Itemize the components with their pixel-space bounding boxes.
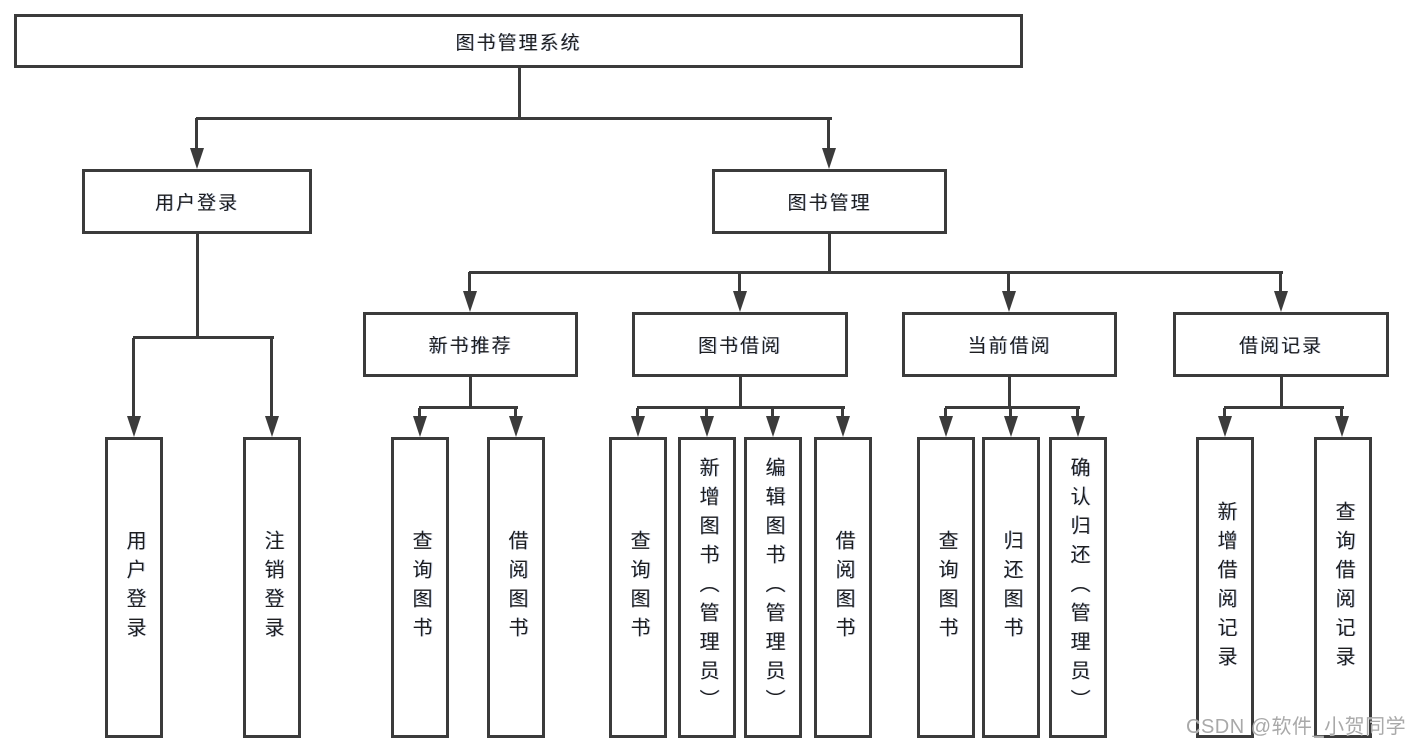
node-label: 借阅图书 <box>832 529 854 646</box>
node-leaf-bb-edit: 编辑图书（管理员） <box>744 437 802 738</box>
arrow-down-icon <box>509 416 523 437</box>
node-leaf-bb-borrow: 借阅图书 <box>814 437 872 738</box>
node-leaf-nb-query: 查询图书 <box>391 437 449 738</box>
node-book-mgmt: 图书管理 <box>712 169 947 234</box>
node-leaf-user-login: 用户登录 <box>105 437 163 738</box>
connector-line <box>1340 408 1343 418</box>
node-leaf-br-add: 新增借阅记录 <box>1196 437 1254 738</box>
node-label: 借阅图书 <box>505 529 527 646</box>
arrow-down-icon <box>631 416 645 437</box>
connector-line <box>739 377 742 408</box>
connector-line <box>270 338 273 418</box>
node-book-borrow: 图书借阅 <box>632 312 848 377</box>
connector-line <box>1279 272 1282 293</box>
node-borrow-records: 借阅记录 <box>1173 312 1389 377</box>
connector-line <box>469 377 472 408</box>
node-label: 查询借阅记录 <box>1332 500 1354 675</box>
node-label: 用户登录 <box>154 193 239 214</box>
arrow-down-icon <box>413 416 427 437</box>
connector-line <box>827 118 830 150</box>
connector-line <box>514 408 517 418</box>
node-label: 用户登录 <box>123 529 145 646</box>
connector-line <box>419 406 518 409</box>
node-root: 图书管理系统 <box>14 14 1023 68</box>
node-label: 查询图书 <box>409 529 431 646</box>
node-label: 新增图书（管理员） <box>696 457 718 718</box>
connector-line <box>738 272 741 293</box>
arrow-down-icon <box>700 416 714 437</box>
node-leaf-bb-add: 新增图书（管理员） <box>678 437 736 738</box>
arrow-down-icon <box>127 416 141 437</box>
node-label: 归还图书 <box>1000 529 1022 646</box>
connector-line <box>518 68 521 118</box>
node-label: 图书管理系统 <box>455 32 582 54</box>
connector-line <box>1007 272 1010 293</box>
arrow-down-icon <box>1274 291 1288 312</box>
node-label: 图书借阅 <box>697 336 782 357</box>
node-label: 借阅记录 <box>1238 336 1323 357</box>
node-label: 确认归还（管理员） <box>1067 457 1089 718</box>
connector-line <box>468 272 471 293</box>
node-leaf-nb-borrow: 借阅图书 <box>487 437 545 738</box>
node-label: 编辑图书（管理员） <box>762 457 784 718</box>
connector-line <box>133 336 274 339</box>
arrow-down-icon <box>463 291 477 312</box>
connector-line <box>1008 377 1011 408</box>
node-label: 当前借阅 <box>967 336 1052 357</box>
connector-line <box>944 408 947 418</box>
arrow-down-icon <box>766 416 780 437</box>
arrow-down-icon <box>1335 416 1349 437</box>
connector-line <box>1009 408 1012 418</box>
connector-line <box>418 408 421 418</box>
csdn-watermark: CSDN @软件_小贺同学 <box>1186 716 1405 738</box>
connector-line <box>705 408 708 418</box>
arrow-down-icon <box>265 416 279 437</box>
arrow-down-icon <box>836 416 850 437</box>
connector-line <box>132 338 135 418</box>
node-leaf-logout: 注销登录 <box>243 437 301 738</box>
connector-line <box>196 117 832 120</box>
node-leaf-bb-query: 查询图书 <box>609 437 667 738</box>
node-user-login: 用户登录 <box>82 169 312 234</box>
arrow-down-icon <box>1218 416 1232 437</box>
connector-line <box>828 234 831 273</box>
connector-line <box>945 406 1080 409</box>
node-label: 注销登录 <box>261 529 283 646</box>
node-label: 新增借阅记录 <box>1214 500 1236 675</box>
connector-line <box>1280 377 1283 408</box>
node-current-borrow: 当前借阅 <box>902 312 1117 377</box>
arrow-down-icon <box>1071 416 1085 437</box>
node-leaf-br-query: 查询借阅记录 <box>1314 437 1372 738</box>
connector-line <box>1076 408 1079 418</box>
node-label: 图书管理 <box>787 193 872 214</box>
arrow-down-icon <box>939 416 953 437</box>
arrow-down-icon <box>1004 416 1018 437</box>
connector-line <box>195 118 198 150</box>
connector-line <box>1223 408 1226 418</box>
connector-line <box>469 271 1283 274</box>
node-leaf-cb-query: 查询图书 <box>917 437 975 738</box>
node-label: 查询图书 <box>935 529 957 646</box>
connector-line <box>771 408 774 418</box>
node-new-book-rec: 新书推荐 <box>363 312 578 377</box>
connector-line <box>637 406 845 409</box>
node-label: 新书推荐 <box>428 336 513 357</box>
node-leaf-cb-return: 归还图书 <box>982 437 1040 738</box>
node-leaf-cb-confirm: 确认归还（管理员） <box>1049 437 1107 738</box>
connector-line <box>841 408 844 418</box>
connector-line <box>636 408 639 418</box>
connector-line <box>1224 406 1344 409</box>
node-label: 查询图书 <box>627 529 649 646</box>
arrow-down-icon <box>822 148 836 169</box>
arrow-down-icon <box>733 291 747 312</box>
arrow-down-icon <box>190 148 204 169</box>
connector-line <box>196 234 199 337</box>
arrow-down-icon <box>1002 291 1016 312</box>
